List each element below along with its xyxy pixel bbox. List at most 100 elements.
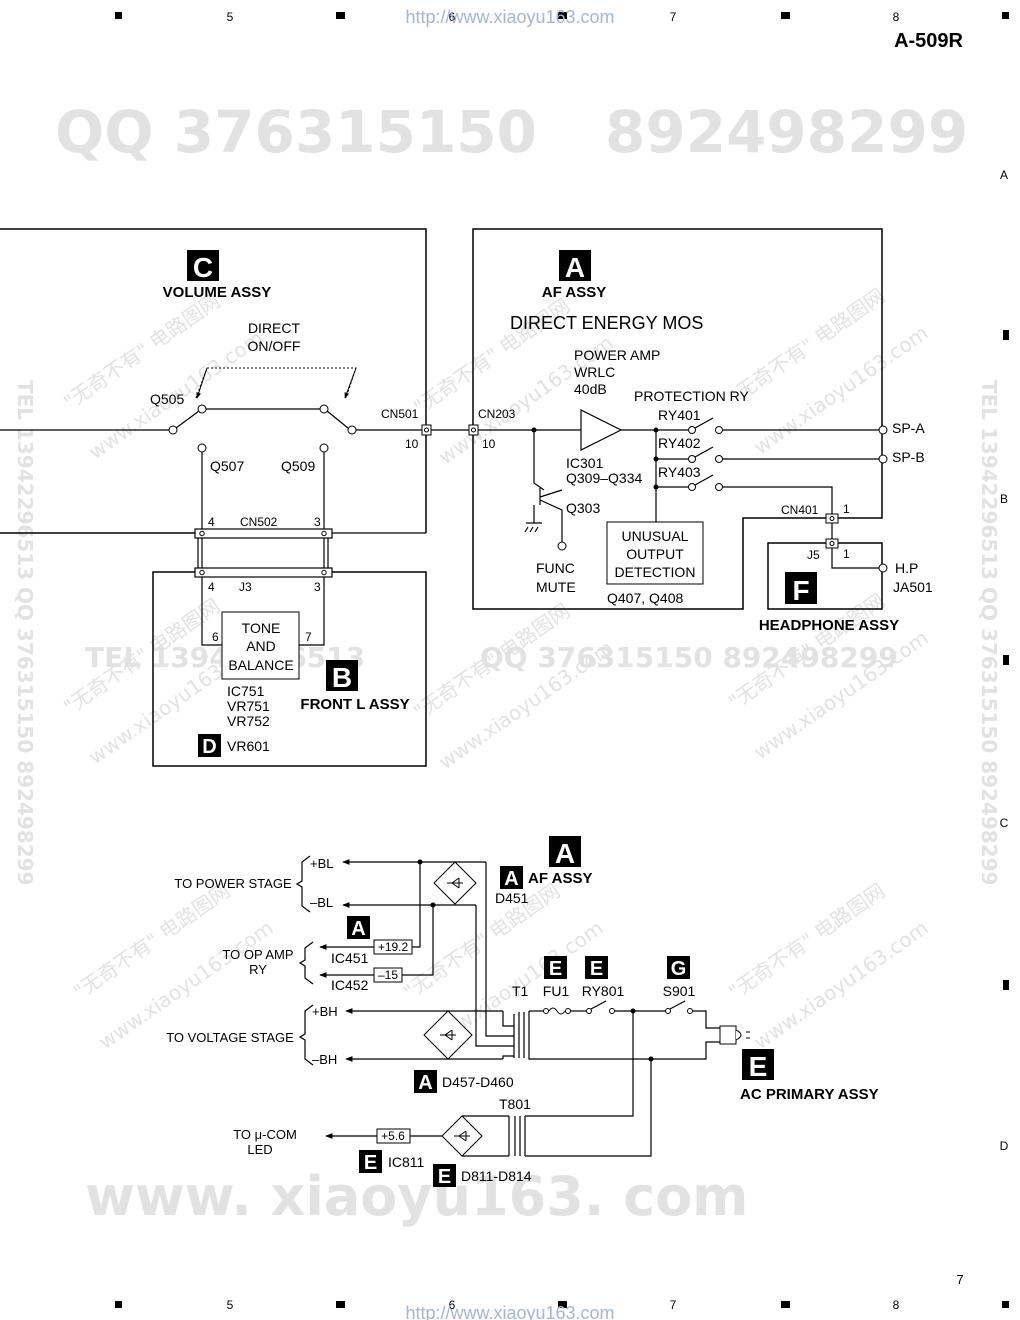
column-mark-8-bottom: 8 xyxy=(893,1298,900,1312)
ic452-label: IC452 xyxy=(331,977,369,993)
j5-pin: 1 xyxy=(843,547,850,561)
cn501-label: CN501 xyxy=(381,407,419,421)
front-l-assy-title: FRONT L ASSY xyxy=(300,696,409,713)
d811-assy-letter: E xyxy=(438,1166,451,1188)
ry402-label: RY402 xyxy=(658,435,701,451)
q309-label: Q309–Q334 xyxy=(566,470,642,486)
tone-label-3: BALANCE xyxy=(228,657,293,673)
s901-assy-letter: G xyxy=(671,958,687,980)
direct-label-1: DIRECT xyxy=(248,320,301,336)
cn401-label: CN401 xyxy=(781,503,819,517)
ry-label: RY xyxy=(249,962,267,977)
watermark-diag-cn-8: "无奇不有" 电路图网 xyxy=(399,878,564,1004)
power-af-letter-small: A xyxy=(504,868,518,890)
ic811-label: IC811 xyxy=(388,1154,425,1170)
volume-assy-letter: C xyxy=(193,252,213,283)
row-mark-c: C xyxy=(1000,816,1009,830)
power-amp-label-3: 40dB xyxy=(574,381,607,397)
watermark-layer: QQ 376315150 892498299 www. xiaoyu163. c… xyxy=(13,98,1001,1228)
cn401-pin: 1 xyxy=(843,502,850,516)
ic811-assy-letter: E xyxy=(364,1152,377,1174)
to-power-stage-label: TO POWER STAGE xyxy=(174,876,292,891)
watermark-mid: QQ 376315150 892498299 xyxy=(480,641,898,674)
to-op-amp-label: TO OP AMP xyxy=(222,947,293,962)
d457-label: D457-D460 xyxy=(442,1074,514,1090)
q507-label: Q507 xyxy=(210,458,244,474)
pin6-label: 6 xyxy=(212,630,219,644)
column-mark-8: 8 xyxy=(893,10,900,24)
row-mark-d: D xyxy=(1000,1139,1009,1153)
unusual-label-3: DETECTION xyxy=(615,564,696,580)
watermark-diag-cn-9: "无奇不有" 电路图网 xyxy=(724,878,889,1004)
af-assy-letter: A xyxy=(565,252,585,283)
s901-label: S901 xyxy=(663,983,696,999)
model-number: A-509R xyxy=(894,30,963,52)
op-amp-af-letter: A xyxy=(351,918,365,940)
watermark-side-left: TEL 13942296513 QQ 376315150 892498299 xyxy=(13,380,37,885)
headphone-assy-block: J5 1 H.P JA501 F HEADPHONE ASSY xyxy=(759,538,933,634)
column-mark-7-bottom: 7 xyxy=(670,1298,677,1312)
q509-label: Q509 xyxy=(281,458,315,474)
plus-bl-label: +BL xyxy=(310,856,334,871)
row-mark-a: A xyxy=(1000,168,1008,182)
row-mark-b: B xyxy=(1000,492,1008,506)
to-voltage-stage-label: TO VOLTAGE STAGE xyxy=(166,1030,294,1045)
tone-label-1: TONE xyxy=(242,620,281,636)
tone-label-2: AND xyxy=(246,638,276,654)
to-ucom-label-2: LED xyxy=(247,1142,272,1157)
ic751-label: IC751 xyxy=(227,683,265,699)
unusual-label-2: OUTPUT xyxy=(626,546,684,562)
vr751-label: VR751 xyxy=(227,698,270,714)
url-top-link[interactable]: http://www.xiaoyu163.com xyxy=(405,7,614,27)
j3-label: J3 xyxy=(239,580,252,594)
watermark-website: www. xiaoyu163. com xyxy=(85,1165,748,1228)
vr752-label: VR752 xyxy=(227,713,270,729)
power-section-block: A A AF ASSY D451 TO POWER STAGE +BL –BL … xyxy=(166,836,879,1188)
t801-label: T801 xyxy=(499,1096,531,1112)
cn502-label: CN502 xyxy=(240,515,278,529)
mute-label: MUTE xyxy=(536,579,576,595)
power-af-letter-big: A xyxy=(555,838,575,869)
power-af-title: AF ASSY xyxy=(528,870,592,887)
direct-label-2: ON/OFF xyxy=(248,338,301,354)
volume-assy-title: VOLUME ASSY xyxy=(163,284,272,301)
protection-ry-label: PROTECTION RY xyxy=(634,388,750,404)
to-ucom-label-1: TO μ-COM xyxy=(233,1127,297,1142)
t1-label: T1 xyxy=(512,983,529,999)
power-amp-label-1: POWER AMP xyxy=(574,347,660,363)
vr601-assy-letter: D xyxy=(202,736,216,758)
volume-assy-block: C VOLUME ASSY DIRECT ON/OFF Q505 Q507 Q5… xyxy=(0,228,432,539)
watermark-diag-cn-7: "无奇不有" 电路图网 xyxy=(69,878,234,1004)
fu1-label: FU1 xyxy=(543,983,570,999)
vm15-label: –15 xyxy=(378,968,398,982)
j3-pin-l: 4 xyxy=(208,580,215,594)
watermark-diag-web-9: www.xiaoyu163.com xyxy=(749,916,933,1055)
cn501-pin: 10 xyxy=(405,437,419,451)
watermark-side-right: TEL 13942296513 QQ 376315150 892498299 xyxy=(977,380,1001,885)
cn203-pin: 10 xyxy=(482,437,496,451)
hp-label: H.P xyxy=(895,560,918,576)
headphone-assy-title: HEADPHONE ASSY xyxy=(759,617,899,634)
q505-label: Q505 xyxy=(150,391,184,407)
power-amp-label-2: WRLC xyxy=(574,364,615,380)
ja501-label: JA501 xyxy=(893,579,933,595)
cn502-pin-l: 4 xyxy=(208,515,215,529)
ry801-label: RY801 xyxy=(582,983,625,999)
ac-primary-letter: E xyxy=(749,1051,768,1082)
headphone-assy-letter: F xyxy=(792,575,809,606)
d811-label: D811-D814 xyxy=(461,1168,532,1184)
column-mark-6: 6 xyxy=(449,10,456,24)
url-bottom-link[interactable]: http://www.xiaoyu163.com xyxy=(405,1303,614,1320)
q303-label: Q303 xyxy=(566,500,600,516)
d457-assy-letter: A xyxy=(418,1072,432,1094)
plus-bh-label: +BH xyxy=(312,1004,338,1019)
vr601-label: VR601 xyxy=(227,738,270,754)
d451-label: D451 xyxy=(495,890,529,906)
ic301-label: IC301 xyxy=(566,455,604,471)
j3-pin-r: 3 xyxy=(314,580,321,594)
af-assy-subtitle: DIRECT ENERGY MOS xyxy=(510,313,703,333)
watermark-qq-right: 892498299 xyxy=(605,98,968,166)
ry801-assy-letter: E xyxy=(590,958,603,980)
unusual-label-1: UNUSUAL xyxy=(622,528,689,544)
